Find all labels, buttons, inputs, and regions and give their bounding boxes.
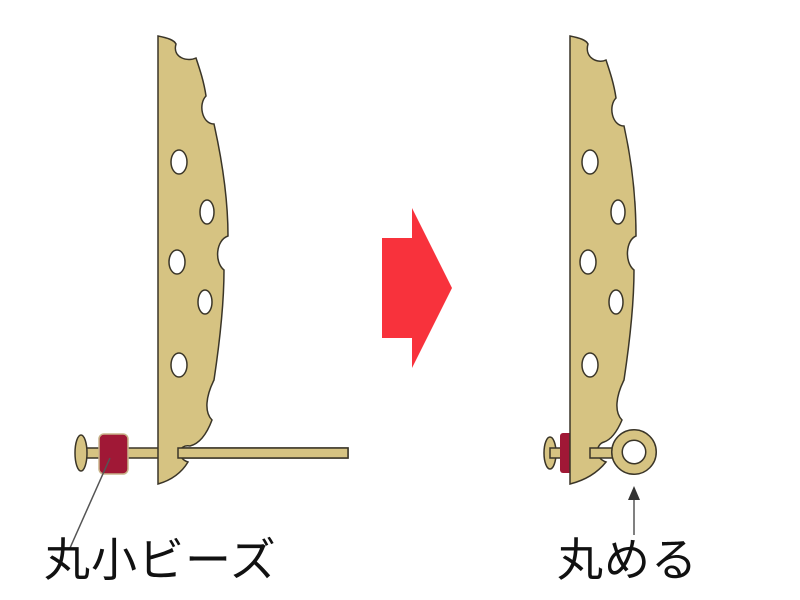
label-make-loop: 丸める bbox=[557, 533, 698, 587]
plate-hole bbox=[199, 199, 215, 225]
plate-hole bbox=[610, 199, 626, 225]
step-arrow bbox=[382, 208, 452, 368]
step-after bbox=[543, 35, 657, 535]
small-round-bead bbox=[98, 433, 129, 475]
pointer-arrowhead-icon bbox=[628, 486, 640, 500]
pin-head bbox=[74, 434, 88, 472]
label-small-round-bead: 丸小ビーズ bbox=[44, 533, 277, 587]
plate-hole bbox=[168, 249, 186, 275]
pin-shaft-front bbox=[177, 447, 349, 459]
rounded-loop-fill bbox=[612, 430, 656, 474]
plate-hole bbox=[581, 352, 599, 378]
plate-hole bbox=[581, 149, 599, 175]
plate-hole bbox=[608, 289, 624, 315]
plate-hole bbox=[170, 352, 188, 378]
plate-hole bbox=[197, 289, 213, 315]
step-before bbox=[69, 35, 349, 549]
plate-hole bbox=[579, 249, 597, 275]
leader-line-bead bbox=[69, 457, 111, 549]
plate-hole bbox=[170, 149, 188, 175]
